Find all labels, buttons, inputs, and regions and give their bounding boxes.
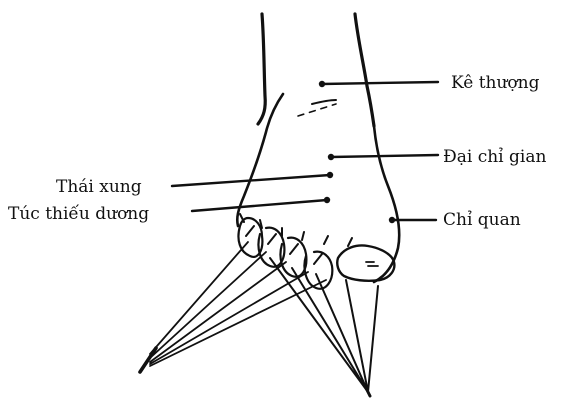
labels: Kê thượng Đại chỉ gian Thái xung Túc thi… bbox=[8, 73, 546, 230]
label-dai-chi-gian: Đại chỉ gian bbox=[443, 147, 546, 167]
leader-ke-thuong bbox=[322, 82, 438, 84]
needles-right bbox=[270, 258, 378, 396]
toe-hairs bbox=[240, 214, 352, 246]
label-thai-xung: Thái xung bbox=[56, 177, 142, 197]
label-chi-quan: Chỉ quan bbox=[443, 210, 521, 230]
leader-dai-chi-gian bbox=[331, 155, 438, 157]
leader-lines bbox=[172, 82, 438, 220]
label-tuc-thieu-duong: Túc thiếu dương bbox=[8, 204, 149, 224]
needles-left bbox=[140, 242, 326, 372]
acupoint-markers bbox=[319, 81, 395, 223]
leader-tuc-thieu-duong bbox=[192, 200, 327, 211]
label-ke-thuong: Kê thượng bbox=[451, 73, 540, 93]
